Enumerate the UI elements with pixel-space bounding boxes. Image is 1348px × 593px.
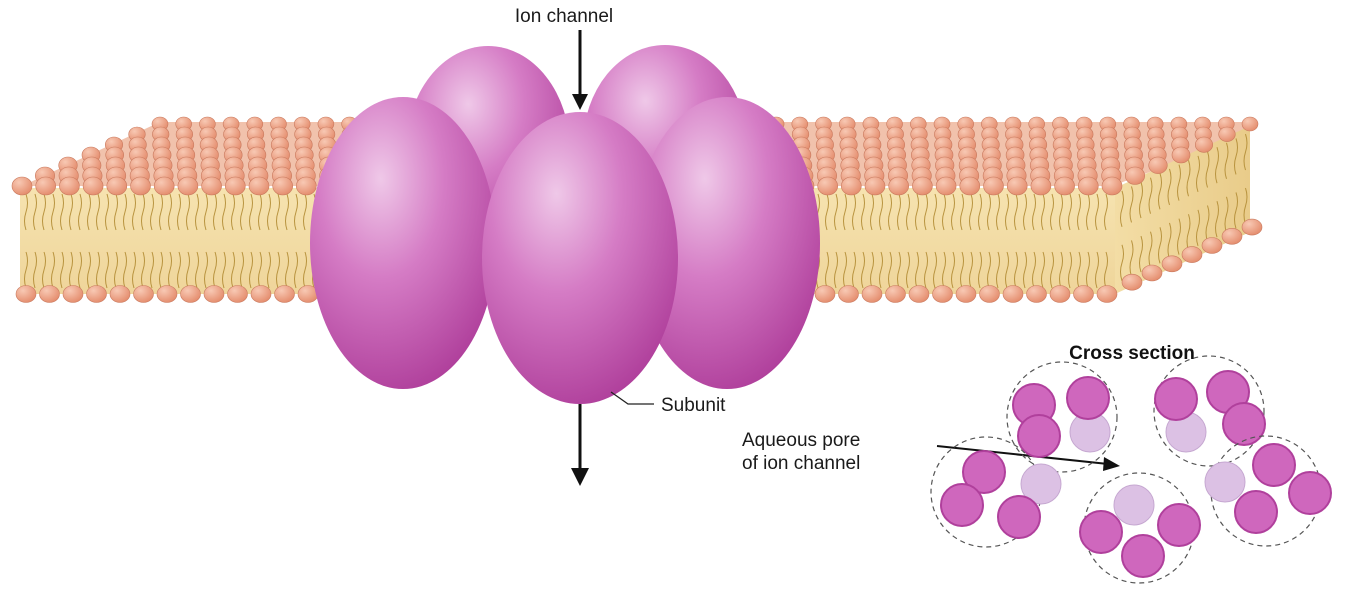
lipid-head	[1142, 265, 1162, 281]
lipid-head	[1007, 177, 1027, 195]
lipid-head	[131, 177, 151, 195]
ion-flow-arrow-bottom	[571, 404, 589, 486]
lipid-head	[936, 177, 956, 195]
lipid-head	[202, 177, 222, 195]
lipid-head	[1242, 117, 1258, 131]
lipid-head	[912, 177, 932, 195]
lipid-head	[178, 177, 198, 195]
lipid-head	[1055, 177, 1075, 195]
lipid-head	[980, 286, 1000, 303]
lipid-head	[1027, 286, 1047, 303]
lipid-head	[83, 177, 103, 195]
lipid-head	[12, 177, 32, 195]
cross-section-subunit	[1158, 504, 1200, 546]
cross-section-title: Cross section	[1069, 343, 1195, 364]
lipid-head	[40, 286, 60, 303]
cross-section-subunit	[1223, 403, 1265, 445]
lipid-head	[1125, 167, 1144, 184]
lipid-head	[225, 177, 245, 195]
lipid-head	[865, 177, 885, 195]
lipid-head	[275, 286, 295, 303]
cross-section-subunit	[998, 496, 1040, 538]
lipid-head	[933, 286, 953, 303]
lipid-head	[181, 286, 201, 303]
subunit-label: Subunit	[661, 395, 726, 416]
cross-section-subunit	[1122, 535, 1164, 577]
lipid-head	[960, 177, 980, 195]
lipid-head	[1102, 177, 1122, 195]
cross-section-subunit	[1289, 472, 1331, 514]
aqueous-pore-label-line1: Aqueous pore	[742, 430, 860, 451]
lipid-head	[886, 286, 906, 303]
lipid-head	[1149, 157, 1168, 174]
subunit-front	[482, 112, 678, 404]
subunit-leader-line	[611, 392, 654, 404]
lipid-head	[1182, 247, 1202, 263]
lipid-head	[1074, 286, 1094, 303]
lipid-head	[16, 286, 36, 303]
lipid-head	[1122, 274, 1142, 290]
lipid-head	[59, 177, 79, 195]
lipid-head	[157, 286, 177, 303]
lipid-head	[1172, 147, 1190, 163]
lipid-head	[1050, 286, 1070, 303]
cross-section-subunit	[1080, 511, 1122, 553]
lipid-head	[862, 286, 882, 303]
lipid-head	[815, 286, 835, 303]
lipid-head	[1195, 137, 1212, 152]
lipid-head	[984, 177, 1004, 195]
lipid-head	[251, 286, 271, 303]
lipid-head	[249, 177, 269, 195]
lipid-head	[154, 177, 174, 195]
lipid-head	[63, 286, 83, 303]
lipid-head	[1162, 256, 1182, 272]
cross-section-subunit	[1067, 377, 1109, 419]
lipid-head	[1078, 177, 1098, 195]
lipid-head	[1202, 238, 1222, 254]
lipid-head	[1031, 177, 1051, 195]
cross-section-subunit	[1018, 415, 1060, 457]
ion-channel-label: Ion channel	[515, 6, 613, 27]
lipid-head	[228, 286, 248, 303]
cross-section-subunit	[1235, 491, 1277, 533]
lipid-head	[134, 286, 154, 303]
lipid-head	[956, 286, 976, 303]
lipid-head	[889, 177, 909, 195]
lipid-head	[909, 286, 929, 303]
cross-section-pore	[1114, 485, 1154, 525]
lipid-head	[1222, 228, 1242, 244]
lipid-head	[1219, 127, 1236, 142]
lipid-head	[1003, 286, 1023, 303]
aqueous-pore-label-line2: of ion channel	[742, 453, 860, 474]
subunit-left	[310, 97, 496, 389]
lipid-head	[839, 286, 859, 303]
lipid-head	[1242, 219, 1262, 235]
cross-section-subunit	[941, 484, 983, 526]
lipid-head	[110, 286, 130, 303]
cross-section-pore	[1205, 462, 1245, 502]
cross-section-subunit	[1155, 378, 1197, 420]
lipid-head	[818, 177, 838, 195]
ion-flow-arrow-top	[572, 30, 588, 110]
lipid-head	[107, 177, 127, 195]
lipid-head	[273, 177, 293, 195]
ion-channel-protein	[310, 45, 820, 404]
lipid-head	[36, 177, 56, 195]
cross-section-diagram	[931, 356, 1331, 583]
lipid-head	[841, 177, 861, 195]
lipid-head	[204, 286, 224, 303]
lipid-head	[87, 286, 107, 303]
lipid-head	[1097, 286, 1117, 303]
lipid-head	[296, 177, 316, 195]
cross-section-subunit	[1253, 444, 1295, 486]
